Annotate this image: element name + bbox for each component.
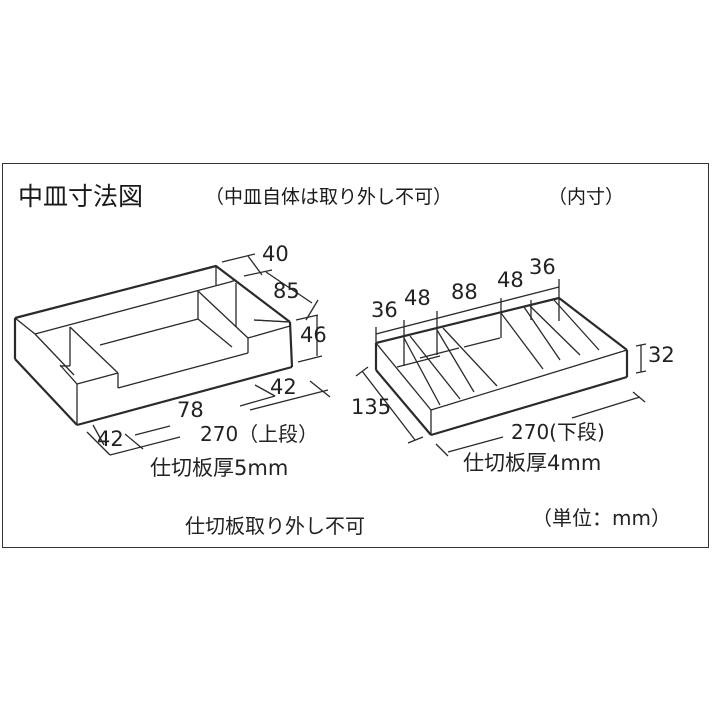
diagram-subtitle: （中皿自体は取り外し不可）: [205, 186, 453, 208]
lower-tray-drawing: [355, 279, 647, 457]
lower-dim-48-left: 48: [404, 286, 431, 310]
upper-partition-thickness: 仕切板厚5mm: [150, 456, 289, 480]
upper-dim-length-270: 270（上段）: [200, 422, 319, 446]
lower-dim-48-right: 48: [497, 268, 524, 292]
upper-dim-height-46: 46: [300, 323, 327, 347]
diagram-title: 中皿寸法図: [18, 182, 144, 211]
upper-tray-drawing: [13, 253, 331, 456]
lower-dim-length-270: 270(下段): [511, 420, 605, 444]
lower-dim-height-32: 32: [648, 343, 675, 367]
lower-partition-thickness: 仕切板厚4mm: [463, 451, 602, 475]
upper-dim-middle-78: 78: [177, 398, 204, 422]
upper-dim-85: 85: [273, 279, 300, 303]
partition-not-removable-note: 仕切板取り外し不可: [185, 514, 365, 538]
lower-dim-width-135: 135: [351, 395, 392, 419]
upper-dim-left-42: 42: [97, 427, 124, 451]
diagram-frame: [2, 163, 709, 548]
unit-note: （単位：mm）: [532, 506, 671, 530]
inner-dimension-label: （内寸）: [548, 186, 625, 208]
lower-dim-36-left: 36: [371, 298, 398, 322]
lower-dim-88: 88: [451, 280, 478, 304]
upper-dim-40: 40: [262, 242, 289, 266]
lower-dim-36-right: 36: [529, 255, 556, 279]
upper-dim-right-42: 42: [270, 375, 297, 399]
